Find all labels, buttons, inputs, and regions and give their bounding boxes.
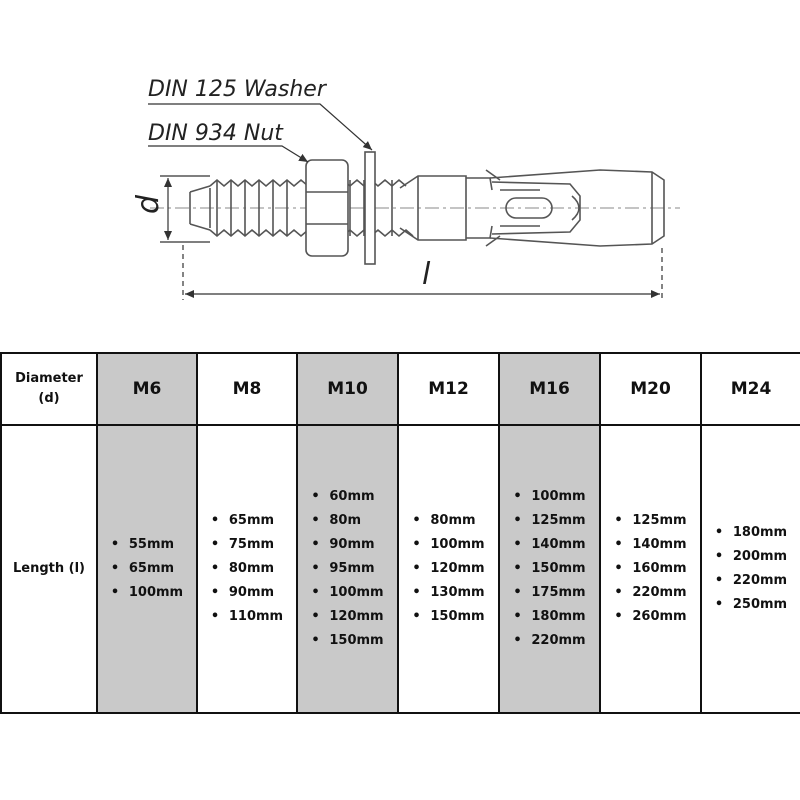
length-cell-m6: 55mm 65mm 100mm: [96, 424, 198, 714]
diameter-cell-m6: M6: [96, 352, 198, 426]
length-item: 125mm: [513, 509, 585, 533]
diameter-cell-m8: M8: [196, 352, 298, 426]
length-item: 260mm: [614, 605, 686, 629]
length-item: 175mm: [513, 581, 585, 605]
length-item: 150mm: [412, 605, 484, 629]
diameter-cell-m12: M12: [397, 352, 500, 426]
diameter-header-label: Diameter (d): [15, 371, 83, 406]
diameter-cell-m20: M20: [599, 352, 702, 426]
length-item: 150mm: [311, 629, 383, 653]
diameter-cell-m24: M24: [700, 352, 800, 426]
length-cell-m16: 100mm 125mm 140mm 150mm 175mm 180mm 220m…: [498, 424, 601, 714]
length-item: 120mm: [412, 557, 484, 581]
length-item: 200mm: [715, 545, 787, 569]
length-item: 55mm: [111, 533, 183, 557]
length-row: Length (l) 55mm 65mm 100mm 65mm 75mm 80m…: [0, 424, 800, 714]
hex-nut: [305, 159, 349, 257]
diameter-dimension: [160, 175, 210, 243]
length-item: 65mm: [111, 557, 183, 581]
length-item: 220mm: [513, 629, 585, 653]
expansion-sleeve: [399, 169, 665, 247]
size-table: Diameter (d) M6 M8 M10 M12 M16 M20 M24 L…: [0, 352, 800, 714]
length-symbol: l: [422, 257, 431, 292]
length-item: 75mm: [211, 533, 283, 557]
length-row-header: Length (l): [0, 424, 98, 714]
length-cell-m10: 60mm 80m 90mm 95mm 100mm 120mm 150mm: [296, 424, 399, 714]
nut-callout: DIN 934 Nut: [148, 121, 284, 146]
length-item: 160mm: [614, 557, 686, 581]
diameter-symbol: d: [131, 194, 166, 214]
length-dimension: [182, 245, 663, 300]
length-list: 125mm 140mm 160mm 220mm 260mm: [614, 509, 686, 629]
length-item: 250mm: [715, 593, 787, 617]
length-item: 140mm: [614, 533, 686, 557]
length-item: 110mm: [211, 605, 283, 629]
length-item: 90mm: [311, 533, 383, 557]
length-item: 220mm: [715, 569, 787, 593]
length-cell-m12: 80mm 100mm 120mm 130mm 150mm: [397, 424, 500, 714]
length-item: 80m: [311, 509, 383, 533]
length-item: 90mm: [211, 581, 283, 605]
washer: [364, 151, 376, 265]
length-item: 80mm: [412, 509, 484, 533]
length-item: 140mm: [513, 533, 585, 557]
length-item: 65mm: [211, 509, 283, 533]
length-cell-m8: 65mm 75mm 80mm 90mm 110mm: [196, 424, 298, 714]
diameter-row: Diameter (d) M6 M8 M10 M12 M16 M20 M24: [0, 352, 800, 426]
washer-callout: DIN 125 Washer: [148, 77, 328, 102]
length-item: 100mm: [311, 581, 383, 605]
length-list: 100mm 125mm 140mm 150mm 175mm 180mm 220m…: [513, 485, 585, 653]
length-list: 180mm 200mm 220mm 250mm: [715, 521, 787, 617]
diameter-cell-m16: M16: [498, 352, 601, 426]
diameter-cell-m10: M10: [296, 352, 399, 426]
length-list: 55mm 65mm 100mm: [111, 533, 183, 605]
diameter-row-header: Diameter (d): [0, 352, 98, 426]
length-item: 100mm: [513, 485, 585, 509]
length-item: 100mm: [412, 533, 484, 557]
length-item: 180mm: [715, 521, 787, 545]
length-item: 130mm: [412, 581, 484, 605]
length-cell-m24: 180mm 200mm 220mm 250mm: [700, 424, 800, 714]
length-list: 80mm 100mm 120mm 130mm 150mm: [412, 509, 484, 629]
length-item: 180mm: [513, 605, 585, 629]
callout-leaders: [148, 103, 373, 163]
length-item: 150mm: [513, 557, 585, 581]
anchor-bolt-drawing: d l DIN 125 Washer DIN 934 Nut: [0, 0, 800, 330]
length-item: 220mm: [614, 581, 686, 605]
length-item: 120mm: [311, 605, 383, 629]
length-item: 100mm: [111, 581, 183, 605]
length-item: 80mm: [211, 557, 283, 581]
length-cell-m20: 125mm 140mm 160mm 220mm 260mm: [599, 424, 702, 714]
length-item: 60mm: [311, 485, 383, 509]
length-list: 60mm 80m 90mm 95mm 100mm 120mm 150mm: [311, 485, 383, 653]
length-item: 125mm: [614, 509, 686, 533]
length-item: 95mm: [311, 557, 383, 581]
length-list: 65mm 75mm 80mm 90mm 110mm: [211, 509, 283, 629]
anchor-bolt-svg: d l DIN 125 Washer DIN 934 Nut: [131, 77, 680, 300]
